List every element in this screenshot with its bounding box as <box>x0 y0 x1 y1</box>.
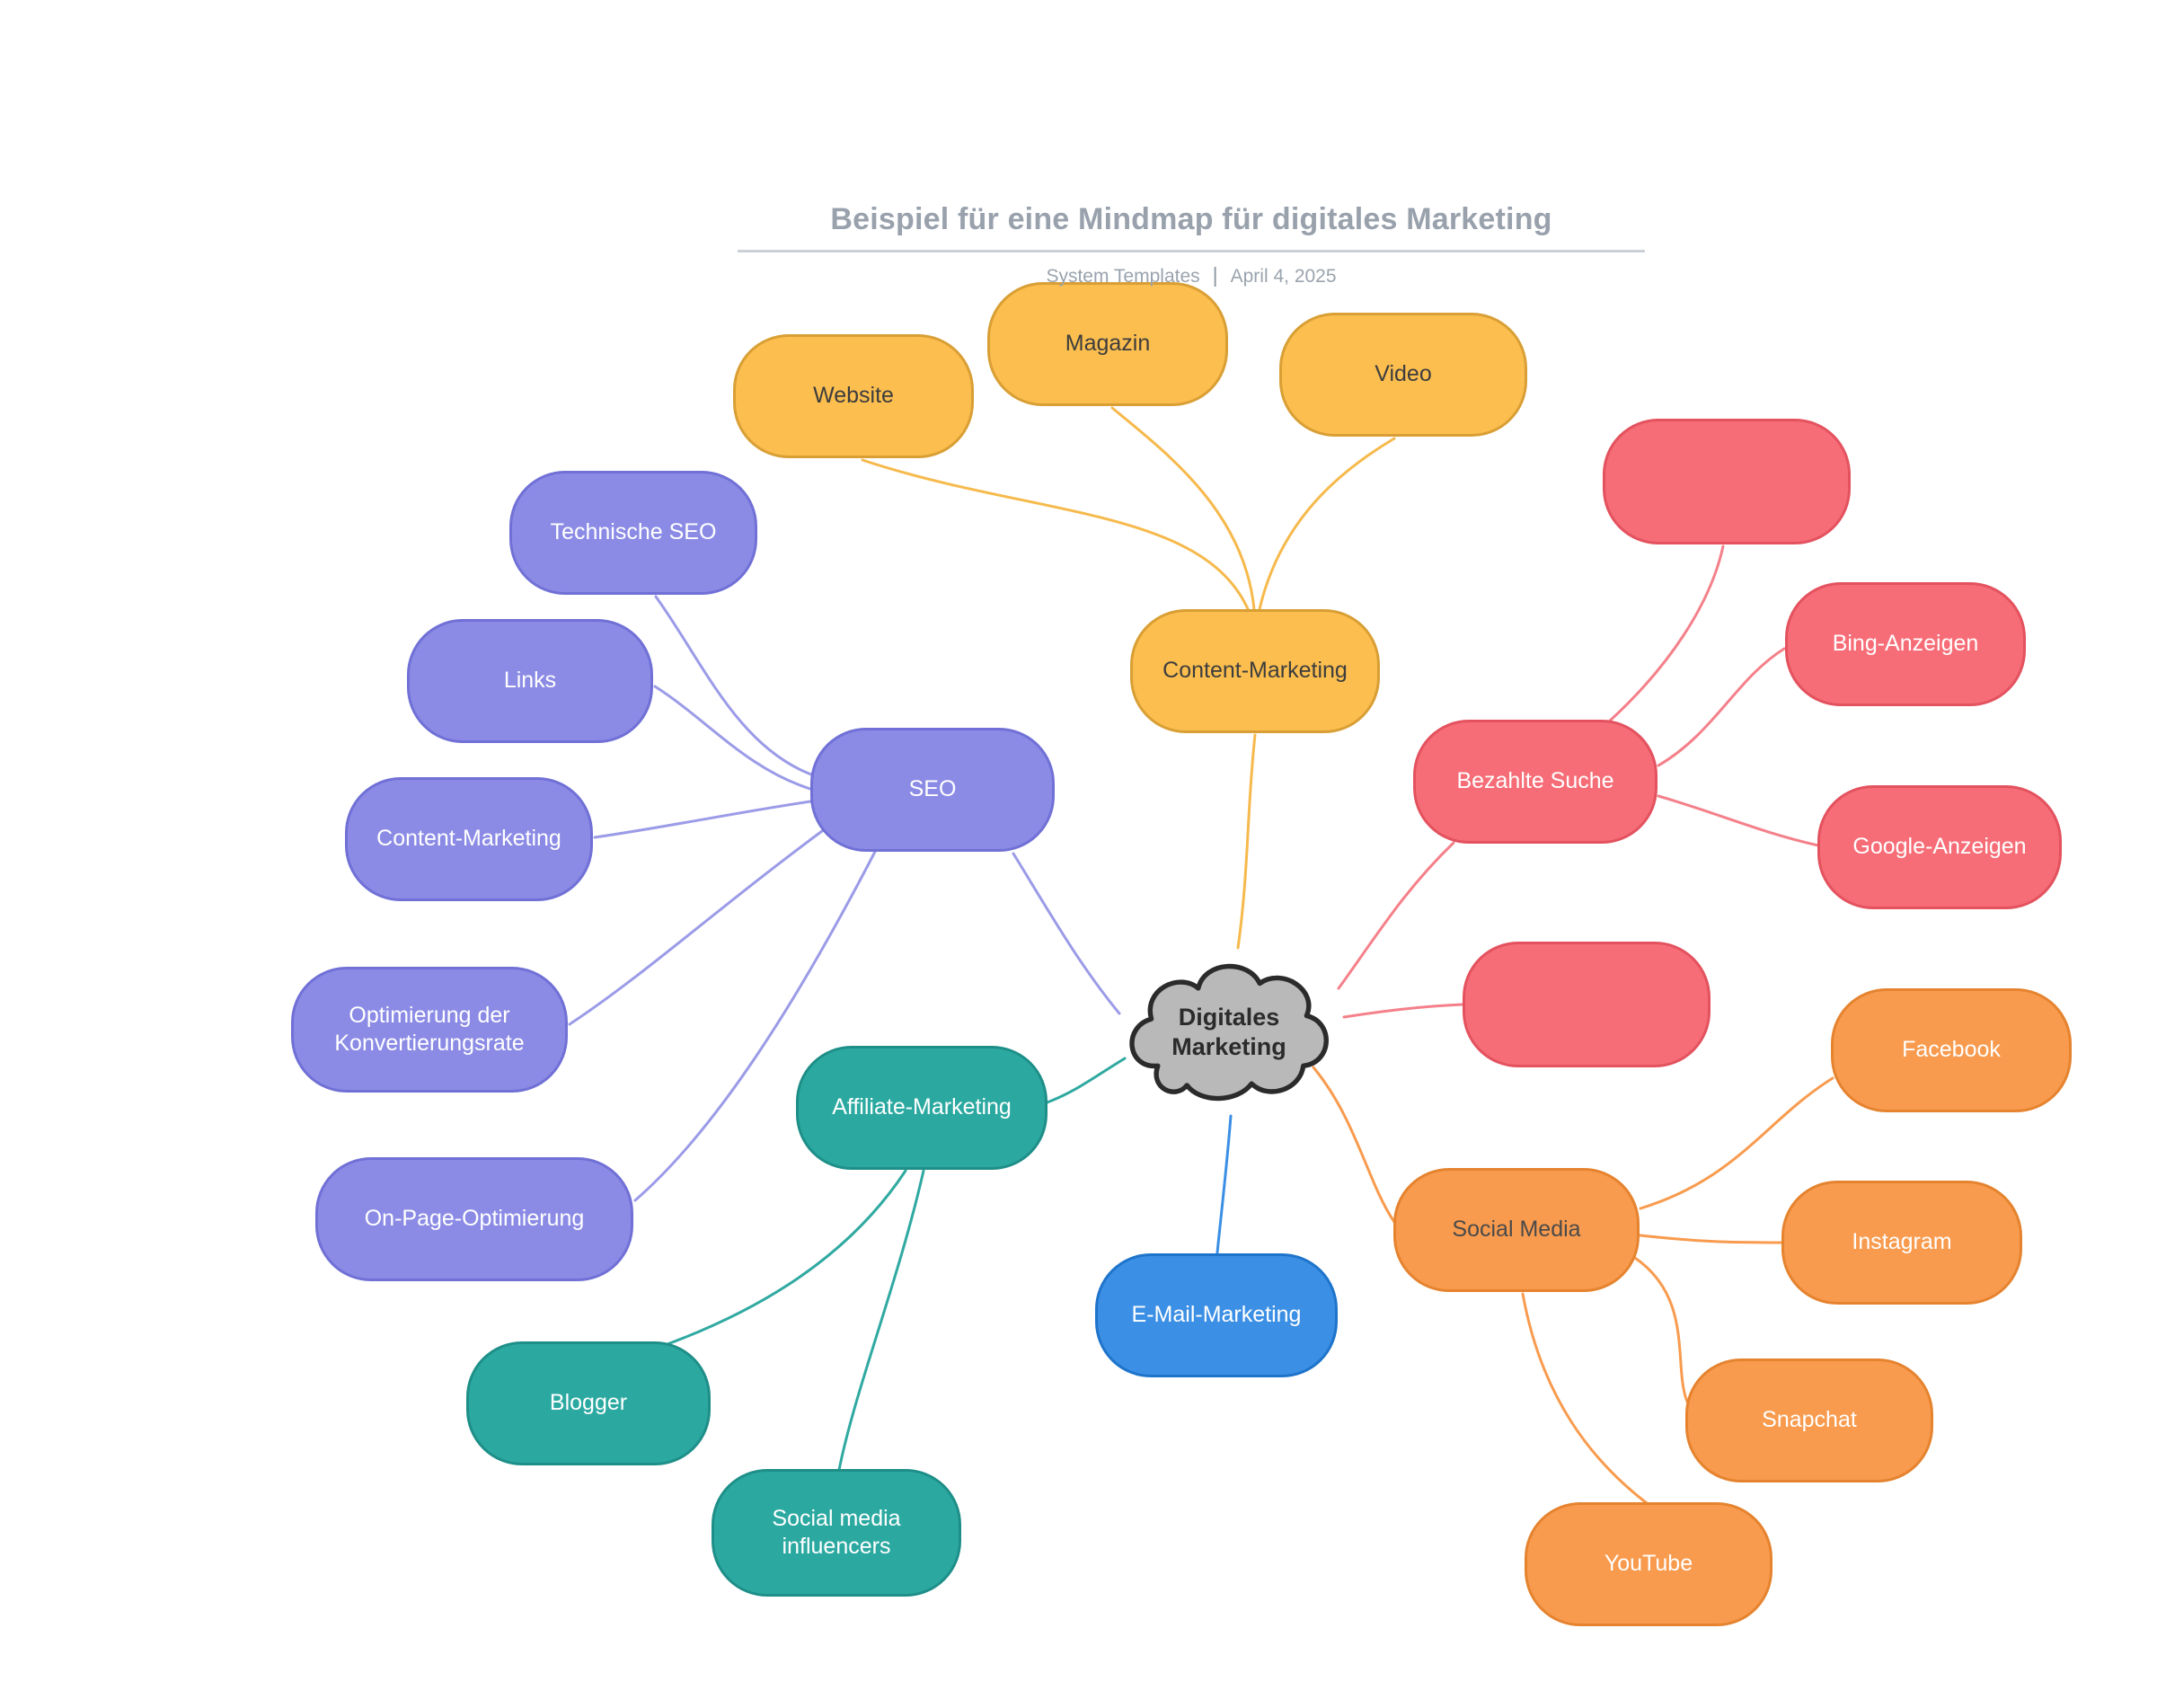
edge-bezahlte-suche-google <box>1657 794 1820 847</box>
node-links[interactable]: Links <box>407 619 653 743</box>
node-facebook[interactable]: Facebook <box>1831 988 2072 1112</box>
edge-bezahlte-suche-bing <box>1657 647 1786 767</box>
edge-seo-content-marketing <box>593 800 812 839</box>
edge-center-unbenannt-rot <box>1342 1003 1464 1019</box>
node-google-anzeigen[interactable]: Google-Anzeigen <box>1817 785 2062 909</box>
edge-center-social-media <box>1312 1066 1396 1224</box>
edge-content-marketing-website <box>861 458 1251 613</box>
node-youtube[interactable]: YouTube <box>1525 1502 1772 1626</box>
header: Beispiel für eine Mindmap für digitales … <box>738 202 1645 288</box>
node-technische-seo[interactable]: Technische SEO <box>509 471 757 595</box>
node-bing-anzeigen[interactable]: Bing-Anzeigen <box>1785 582 2026 706</box>
edge-social-media-youtube <box>1521 1292 1649 1505</box>
edge-affiliate-blogger <box>643 1169 907 1354</box>
edge-center-email <box>1216 1114 1233 1254</box>
byline-date: April 4, 2025 <box>1230 266 1337 287</box>
edge-content-marketing-magazin <box>1110 406 1256 611</box>
node-seo[interactable]: SEO <box>810 728 1055 852</box>
edge-center-affiliate <box>1043 1057 1127 1105</box>
edge-seo-technische-seo <box>654 595 813 776</box>
node-video[interactable]: Video <box>1279 313 1527 437</box>
node-affiliate-marketing[interactable]: Affiliate-Marketing <box>796 1046 1048 1170</box>
byline-author: System Templates <box>1046 266 1200 287</box>
edge-social-media-facebook <box>1639 1076 1834 1210</box>
node-content-marketing-seo[interactable]: Content-Marketing <box>345 777 593 901</box>
node-digitales-marketing[interactable]: Digitales Marketing <box>1108 947 1350 1117</box>
node-snapchat[interactable]: Snapchat <box>1685 1358 1933 1482</box>
diagram-title: Beispiel für eine Mindmap für digitales … <box>738 202 1645 252</box>
edge-center-seo <box>1012 852 1121 1015</box>
cloud-shape <box>1129 963 1329 1102</box>
edge-seo-links <box>653 685 812 791</box>
node-unbenannt-rot[interactable] <box>1463 942 1711 1067</box>
node-bezahlte-suche-unbenannt[interactable] <box>1603 419 1851 544</box>
node-e-mail-marketing[interactable]: E-Mail-Marketing <box>1095 1253 1338 1377</box>
edge-center-content-marketing <box>1236 733 1257 950</box>
edge-social-media-instagram <box>1639 1234 1782 1244</box>
edge-seo-on-page <box>633 848 878 1202</box>
edge-seo-optimierung <box>568 829 824 1026</box>
byline-separator: | <box>1212 263 1218 287</box>
node-optimierung-der-konvertierungsrate[interactable]: Optimierung der Konvertierungsrate <box>291 967 568 1093</box>
node-social-media[interactable]: Social Media <box>1393 1168 1640 1292</box>
edge-content-marketing-video <box>1258 437 1396 611</box>
edge-center-bezahlte-suche <box>1337 841 1455 990</box>
edge-bezahlte-suche-unbenannt <box>1606 544 1725 724</box>
node-blogger[interactable]: Blogger <box>466 1341 711 1465</box>
node-website[interactable]: Website <box>733 334 974 458</box>
edge-affiliate-influencers <box>837 1169 925 1472</box>
center-node-label: Digitales Marketing <box>1171 1003 1286 1060</box>
node-magazin[interactable]: Magazin <box>987 282 1228 406</box>
node-content-marketing[interactable]: Content-Marketing <box>1130 609 1380 733</box>
node-on-page-optimierung[interactable]: On-Page-Optimierung <box>315 1157 633 1281</box>
node-bezahlte-suche[interactable]: Bezahlte Suche <box>1413 720 1658 844</box>
byline: System Templates | April 4, 2025 <box>738 263 1645 288</box>
node-social-media-influencers[interactable]: Social media influencers <box>712 1469 961 1597</box>
edge-social-media-snapchat <box>1633 1256 1689 1403</box>
node-instagram[interactable]: Instagram <box>1781 1181 2022 1305</box>
